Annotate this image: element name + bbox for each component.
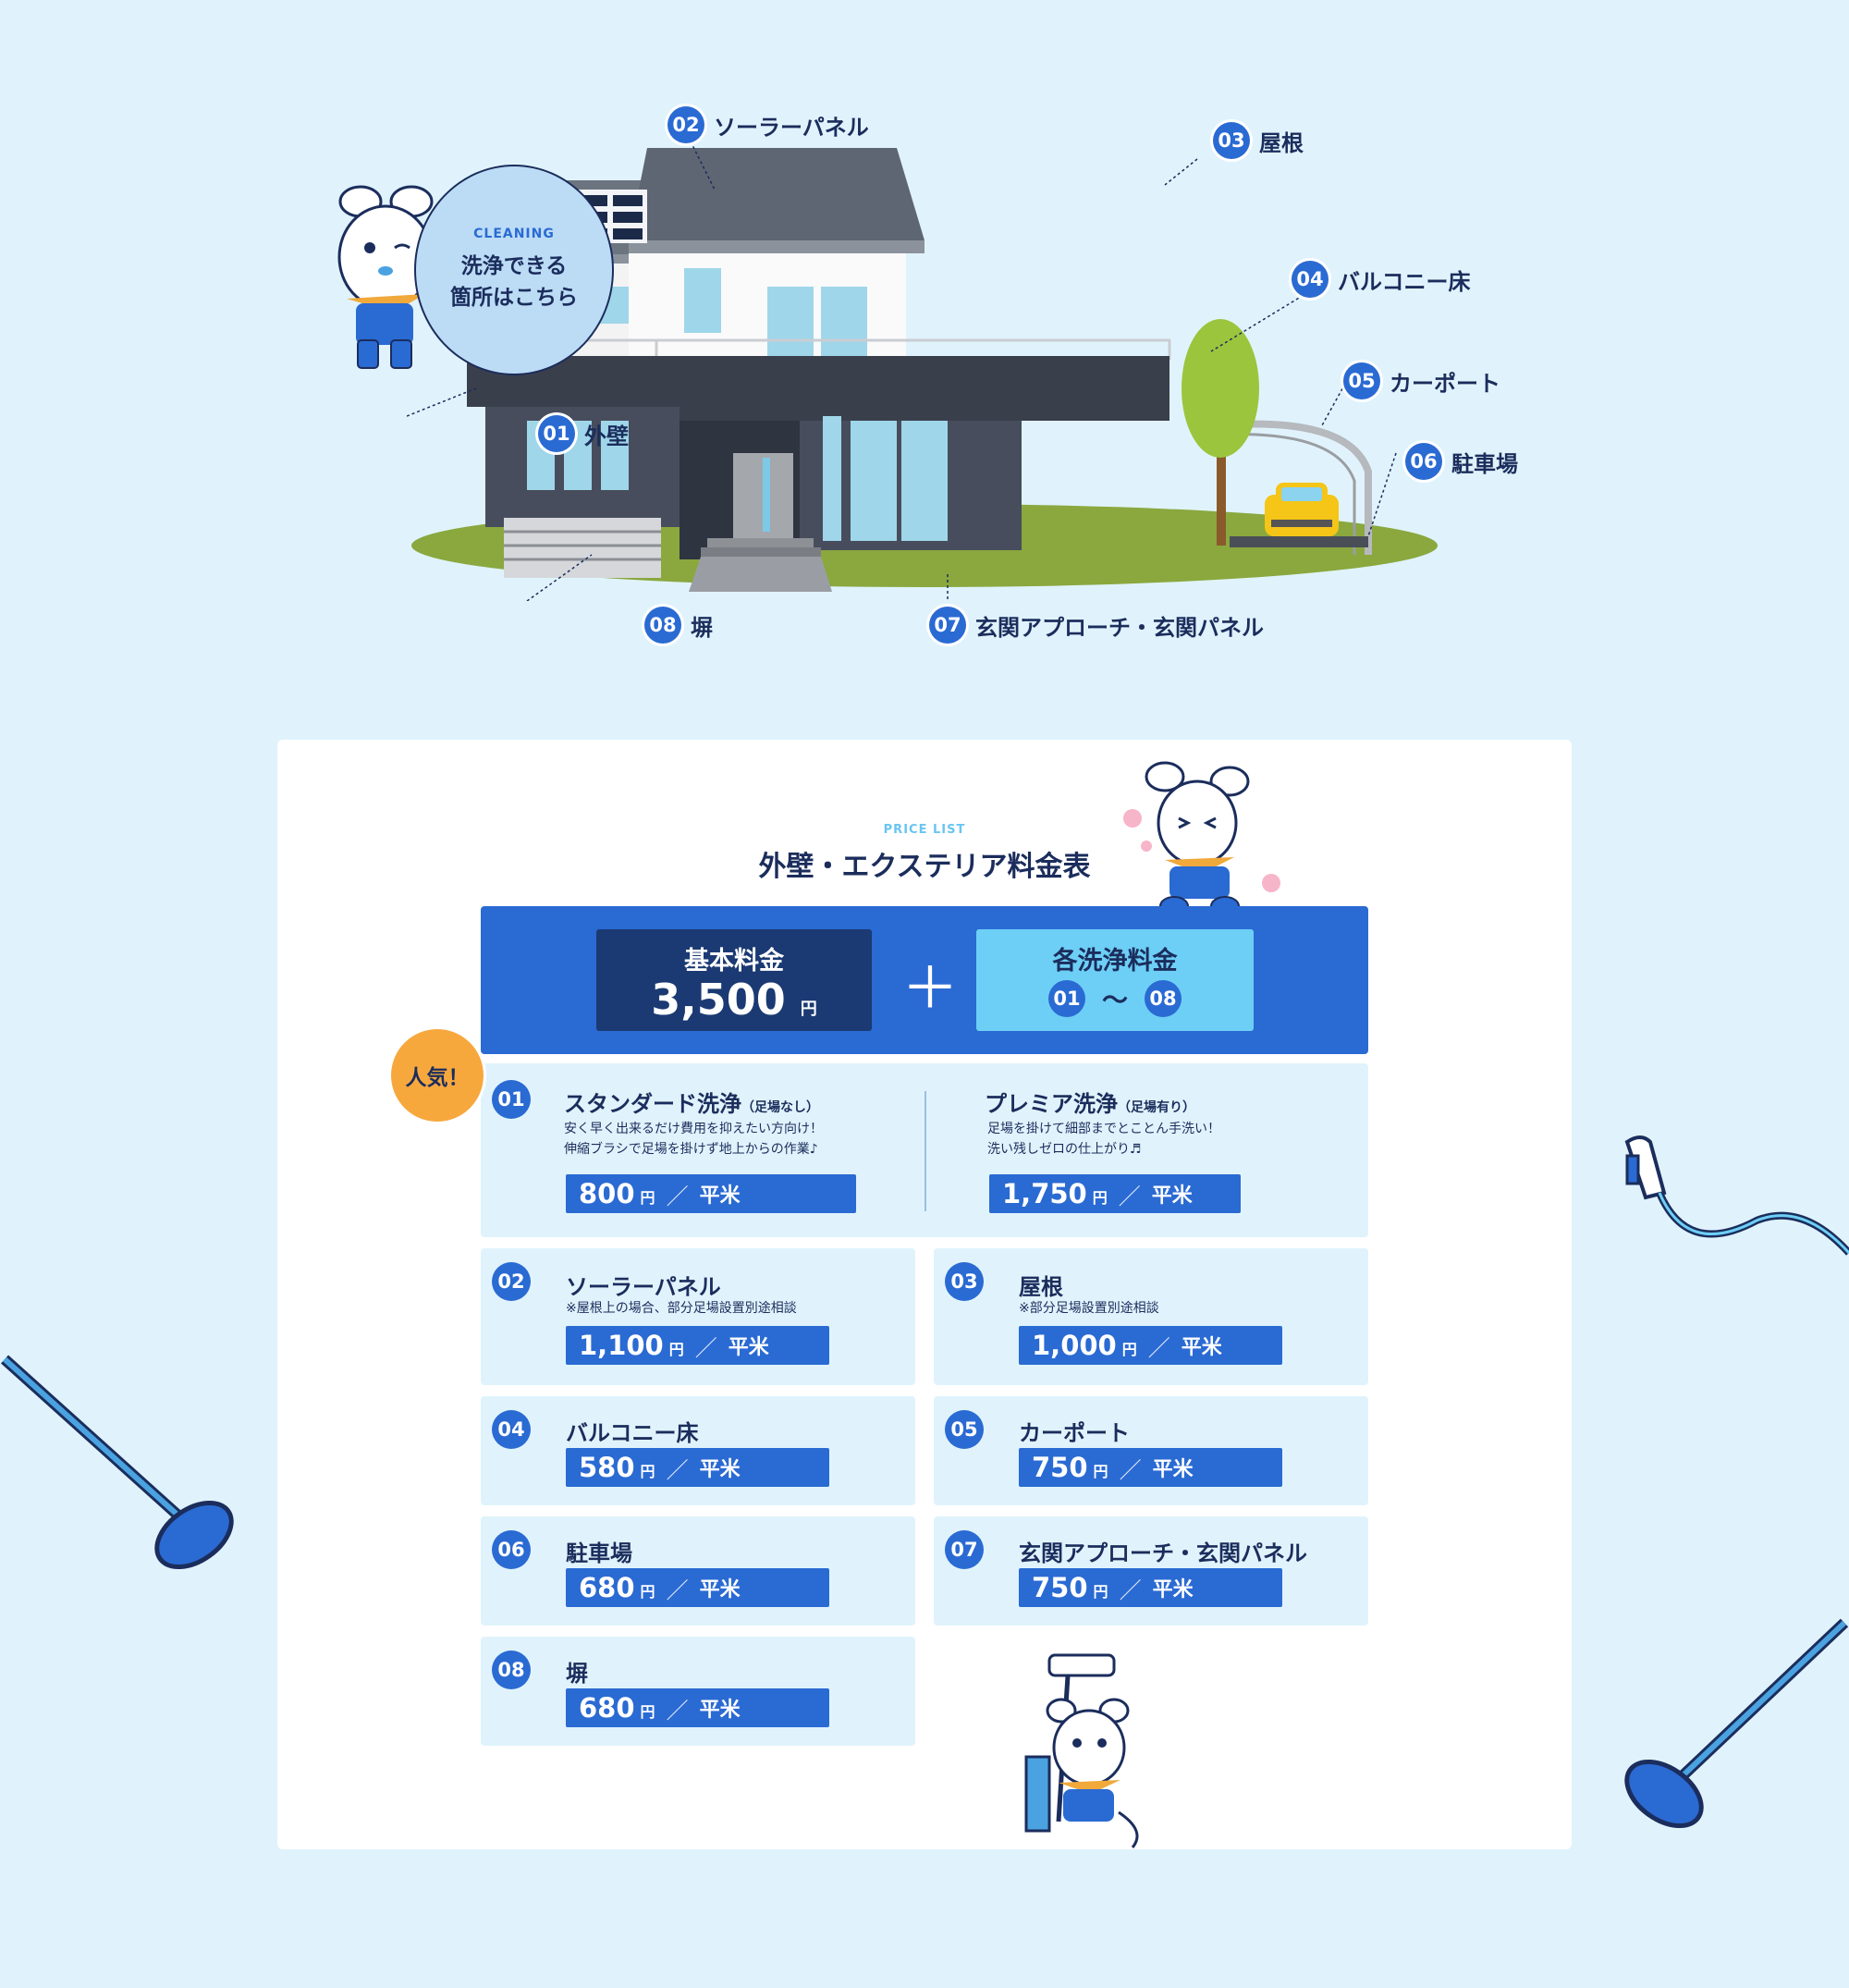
standard-note-2: 伸縮ブラシで足場を掛けず地上からの作業♪ (564, 1142, 818, 1157)
premium-title: プレミア洗浄（足場有り） (985, 1091, 1195, 1117)
item-number: 05 (945, 1410, 984, 1449)
callout-label: バルコニー床 (1338, 268, 1471, 295)
popular-badge: 人気！ (388, 1026, 486, 1124)
item-title: 玄関アプローチ・玄関パネル (1019, 1540, 1307, 1566)
standard-note-1: 安く早く出来るだけ費用を抑えたい方向け！ (564, 1122, 823, 1136)
bubble-line1: 洗浄できる (460, 254, 568, 278)
mascot-icon (337, 185, 434, 369)
price-title: 外壁・エクステリア料金表 (758, 851, 1091, 883)
premium-note-1: 足場を掛けて細部までとことん手洗い！ (987, 1122, 1220, 1136)
cleaning-bubble: CLEANING 洗浄できる 箇所はこちら (414, 165, 614, 375)
standard-title: スタンダード洗浄（足場なし） (564, 1091, 819, 1117)
callout-06: 06 駐車場 (1405, 443, 1518, 480)
divider (924, 1091, 926, 1211)
callout-number: 07 (929, 607, 966, 644)
callout-label: 外壁 (584, 423, 629, 449)
mop-icon (1624, 1618, 1849, 1829)
callout-03: 03 屋根 (1213, 122, 1304, 159)
callout-label: 玄関アプローチ・玄関パネル (975, 614, 1264, 641)
callout-07: 07 玄関アプローチ・玄関パネル (929, 607, 1264, 644)
plus-sign: ＋ (901, 954, 960, 1022)
callout-02: 02 ソーラーパネル (667, 106, 869, 143)
premium-sub: （足場有り） (1118, 1100, 1195, 1115)
callout-number: 05 (1343, 362, 1380, 399)
item-note: ※屋根上の場合、部分足場設置別途相談 (566, 1301, 797, 1316)
premium-note-2: 洗い残しゼロの仕上がり♬ (987, 1142, 1142, 1157)
mop-icon (0, 1355, 234, 1570)
bubble-label-en: CLEANING (473, 227, 555, 241)
callout-08: 08 塀 (644, 607, 713, 644)
standard-sub: （足場なし） (741, 1100, 819, 1115)
price-item-01: 人気！ 01 スタンダード洗浄（足場なし） 安く早く出来るだけ費用を抑えたい方向… (388, 1026, 1368, 1237)
base-price-label: 基本料金 (684, 947, 784, 976)
callout-label: ソーラーパネル (714, 114, 869, 141)
item-title: バルコニー床 (566, 1420, 699, 1446)
price-card: PRICE LIST 外壁・エクステリア料金表 基本料金 3,500 円 ＋ 各… (277, 740, 1572, 1849)
callout-number: 06 (1405, 443, 1442, 480)
each-price-label: 各洗浄料金 (1052, 947, 1178, 976)
mascot-icon (1024, 1653, 1139, 1848)
callout-label: 屋根 (1259, 129, 1304, 156)
item-title: 屋根 (1019, 1274, 1063, 1300)
callout-04: 04 バルコニー床 (1292, 261, 1471, 298)
item-number: 01 (492, 1080, 531, 1119)
price-list-label: PRICE LIST (883, 823, 966, 837)
callout-label: 駐車場 (1451, 450, 1518, 477)
base-price-banner: 基本料金 3,500 円 ＋ 各洗浄料金 01 〜 08 (481, 906, 1368, 1054)
item-number: 03 (945, 1262, 984, 1301)
callout-label: カーポート (1390, 370, 1500, 397)
item-number: 07 (945, 1530, 984, 1569)
callout-number: 01 (538, 415, 575, 452)
item-number: 04 (492, 1410, 531, 1449)
hose-nozzle-icon (1525, 1071, 1849, 1256)
item-number: 06 (492, 1530, 531, 1569)
callout-05: 05 カーポート (1343, 362, 1500, 399)
bubble-line2: 箇所はこちら (450, 286, 578, 310)
callout-01: 01 外壁 (538, 415, 629, 452)
each-price-box: 各洗浄料金 01 〜 08 (976, 929, 1254, 1031)
item-title: 塀 (566, 1661, 588, 1687)
range-tilde: 〜 (1101, 985, 1128, 1015)
item-number: 08 (492, 1651, 531, 1689)
item-note: ※部分足場設置別途相談 (1019, 1301, 1159, 1316)
mascot-icon (1123, 761, 1280, 916)
callout-number: 03 (1213, 122, 1250, 159)
item-number: 02 (492, 1262, 531, 1301)
callout-number: 04 (1292, 261, 1329, 298)
yen-unit: 円 (800, 1000, 817, 1019)
callout-number: 08 (644, 607, 681, 644)
base-price-value: 3,500 (651, 975, 786, 1025)
callout-number: 02 (667, 106, 704, 143)
item-title: ソーラーパネル (566, 1274, 721, 1300)
base-price-box: 基本料金 3,500 円 (596, 929, 872, 1031)
item-title: 駐車場 (566, 1540, 632, 1566)
range-start: 01 (1047, 980, 1085, 1017)
range-end: 08 (1145, 980, 1182, 1017)
callout-label: 塀 (691, 614, 713, 641)
item-title: カーポート (1019, 1420, 1130, 1446)
